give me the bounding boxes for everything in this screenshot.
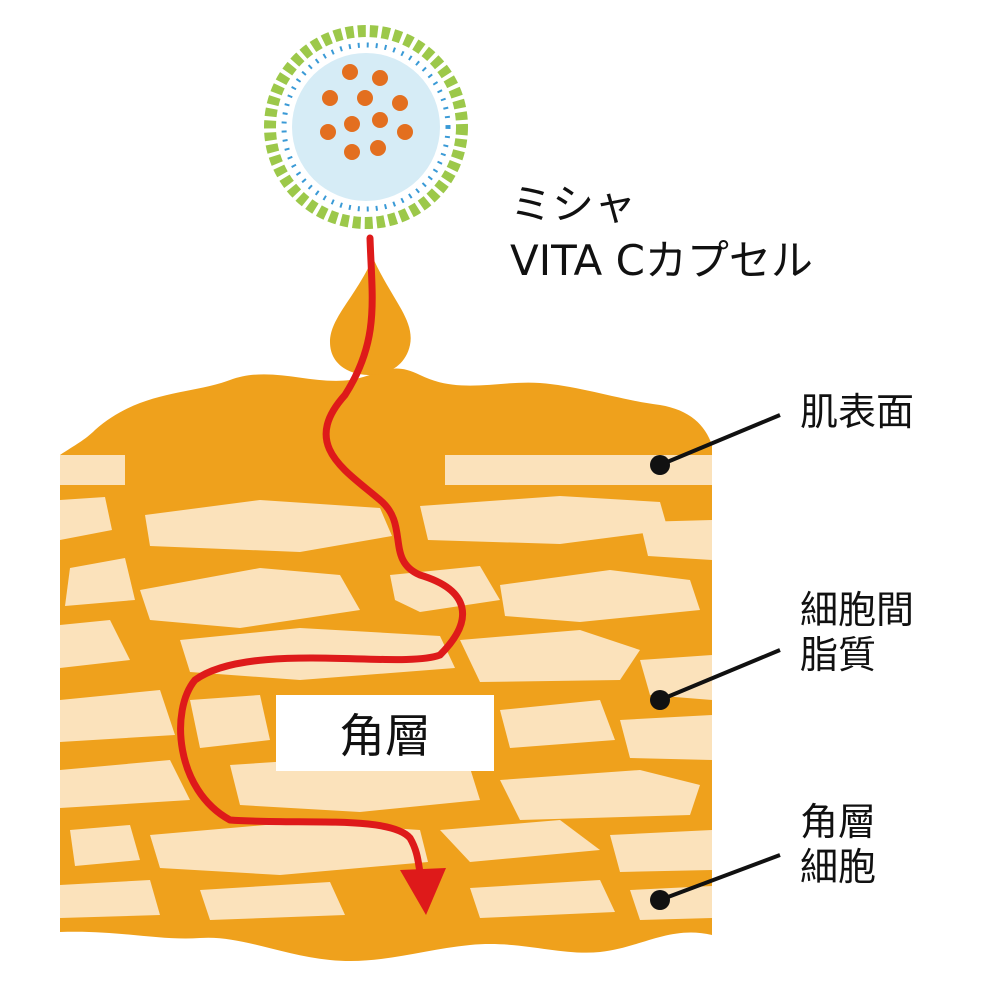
corneocyte-cell (500, 700, 615, 748)
capsule-label-line1: ミシャ (510, 180, 637, 229)
corneocyte-cell (180, 628, 455, 680)
corneocyte-cell (640, 655, 712, 700)
corneocyte-cell (640, 520, 712, 560)
corneocyte-cell (65, 558, 135, 606)
corneocyte-cell (60, 620, 130, 668)
particle (397, 124, 413, 140)
particle (320, 124, 336, 140)
corneocyte-cell (190, 695, 270, 748)
corneocyte-cell (460, 630, 640, 682)
corneocyte-cell (60, 760, 190, 808)
corneocyte-cell (70, 825, 140, 866)
skin-surface-strip-left (60, 455, 125, 485)
corneocyte-cell (440, 820, 600, 862)
corneocyte-cell (620, 715, 712, 760)
penetration-arrow-path (177, 234, 467, 884)
leader-dot-icon (650, 890, 670, 910)
corneocyte-cell (420, 496, 668, 544)
intercellular-lipid-label: 細胞間 脂質 (800, 588, 914, 678)
corneocyte-cell (150, 822, 428, 875)
capsule-membrane (264, 25, 468, 229)
particle (344, 144, 360, 160)
capsule-label-line2: VITA Cカプセル (510, 235, 813, 285)
corneocyte-cell (500, 770, 700, 820)
corneocyte-cell (610, 830, 712, 872)
particle (357, 90, 373, 106)
leader-dot-icon (650, 690, 670, 710)
corneocyte-label: 角層 細胞 (800, 800, 876, 890)
corneocyte-cell (60, 497, 112, 540)
lipid-label-line2: 脂質 (800, 632, 877, 677)
capsule-label: ミシャ VITA Cカプセル (510, 180, 813, 291)
cell-label-line2: 細胞 (800, 844, 877, 889)
leader-line-lipid (659, 648, 781, 702)
capsule-core (292, 53, 440, 201)
particle (392, 95, 408, 111)
corneocyte-cell (200, 882, 345, 920)
vitamin-c-capsule-icon (264, 25, 468, 229)
corneocyte-cell (500, 570, 700, 622)
stratum-corneum-block (60, 368, 712, 962)
leader-line-surface (659, 413, 781, 467)
particle (322, 90, 338, 106)
vitamin-c-particles (320, 64, 413, 160)
corneocyte-cell (630, 886, 712, 920)
particle (344, 116, 360, 132)
corneocyte-cell (140, 568, 360, 628)
corneocyte-cell (145, 500, 392, 552)
corneocyte-cell (60, 880, 160, 918)
corneocyte-cells (60, 496, 712, 920)
arrow-head-icon (400, 868, 446, 915)
lipid-label-line1: 細胞間 (800, 588, 915, 632)
particle (372, 70, 388, 86)
cell-label-line1: 角層 (800, 800, 877, 844)
leader-dot-icon (650, 455, 670, 475)
leader-line-cell (659, 853, 781, 902)
particle (370, 140, 386, 156)
corneocyte-cell (470, 880, 615, 918)
stratum-corneum-label: 角層 (276, 695, 494, 771)
skin-surface-label: 肌表面 (800, 390, 915, 434)
leader-lines (650, 413, 781, 910)
particle (342, 64, 358, 80)
particle (372, 112, 388, 128)
corneocyte-cell (60, 690, 175, 742)
